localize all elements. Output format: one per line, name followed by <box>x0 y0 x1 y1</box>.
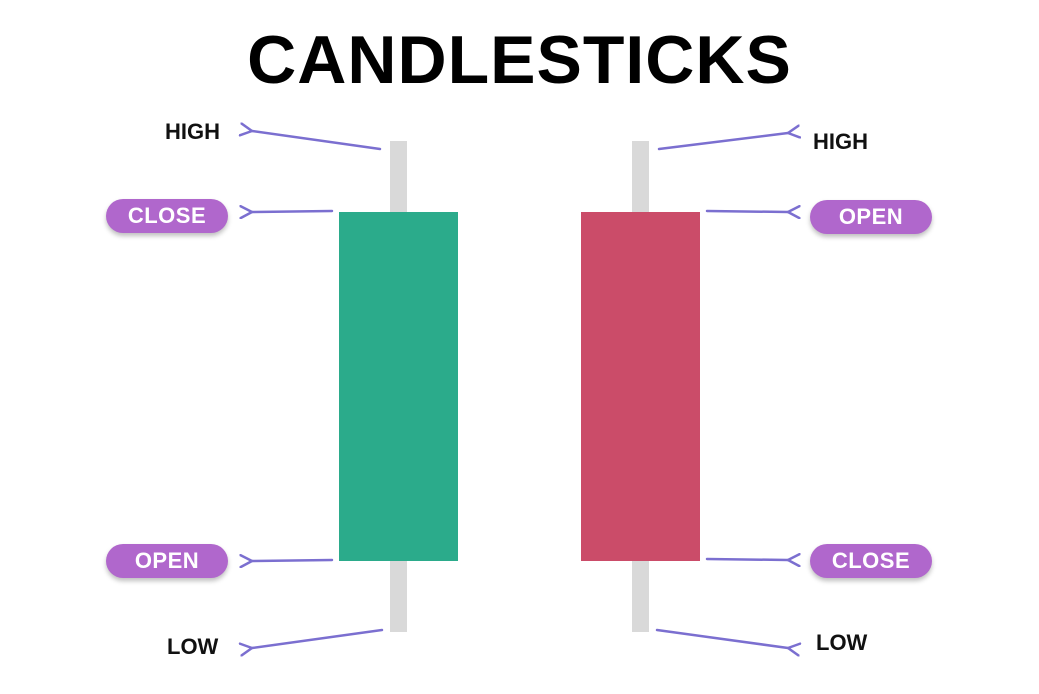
bullish-close-arrow <box>252 211 334 212</box>
bullish-low-label: LOW <box>167 634 219 659</box>
bearish-lower-wick <box>632 558 649 632</box>
bullish-high-label: HIGH <box>165 119 220 144</box>
bearish-high-label: HIGH <box>813 129 868 154</box>
bearish-low-arrow <box>655 628 788 648</box>
bullish-low-arrow <box>252 628 384 648</box>
bearish-close-arrow <box>705 559 788 560</box>
bullish-lower-wick <box>390 558 407 632</box>
bearish-open-pill: OPEN <box>810 200 932 234</box>
bearish-candle-body <box>581 212 700 561</box>
bearish-high-arrow <box>657 133 788 151</box>
bullish-candle-body <box>339 212 458 561</box>
bearish-low-label: LOW <box>816 630 868 655</box>
bullish-upper-wick <box>390 141 407 215</box>
bearish-open-arrow <box>705 211 788 212</box>
bearish-close-pill: CLOSE <box>810 544 932 578</box>
bullish-close-pill: CLOSE <box>106 199 228 233</box>
bullish-high-arrow <box>252 131 382 151</box>
page-title: CANDLESTICKS <box>247 22 792 98</box>
bearish-upper-wick <box>632 141 649 215</box>
bullish-open-arrow <box>252 560 334 561</box>
bullish-open-pill: OPEN <box>106 544 228 578</box>
